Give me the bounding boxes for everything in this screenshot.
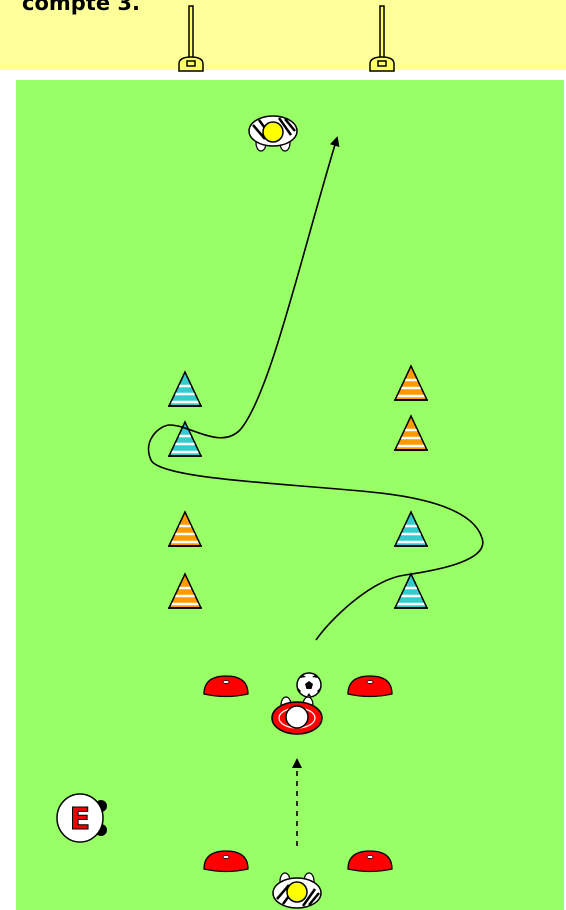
marker-icon [204,851,248,872]
marker-icon [348,851,392,872]
coach-letter: E [70,802,91,837]
marker-icon [348,676,392,697]
soccer-ball-icon [297,673,321,697]
player-top-icon [249,116,297,151]
playing-field [16,80,564,910]
caption-text: compte 3. [22,0,140,16]
coach-icon: E [57,794,107,842]
marker-icon [204,676,248,697]
player-bottom-icon [273,873,321,908]
